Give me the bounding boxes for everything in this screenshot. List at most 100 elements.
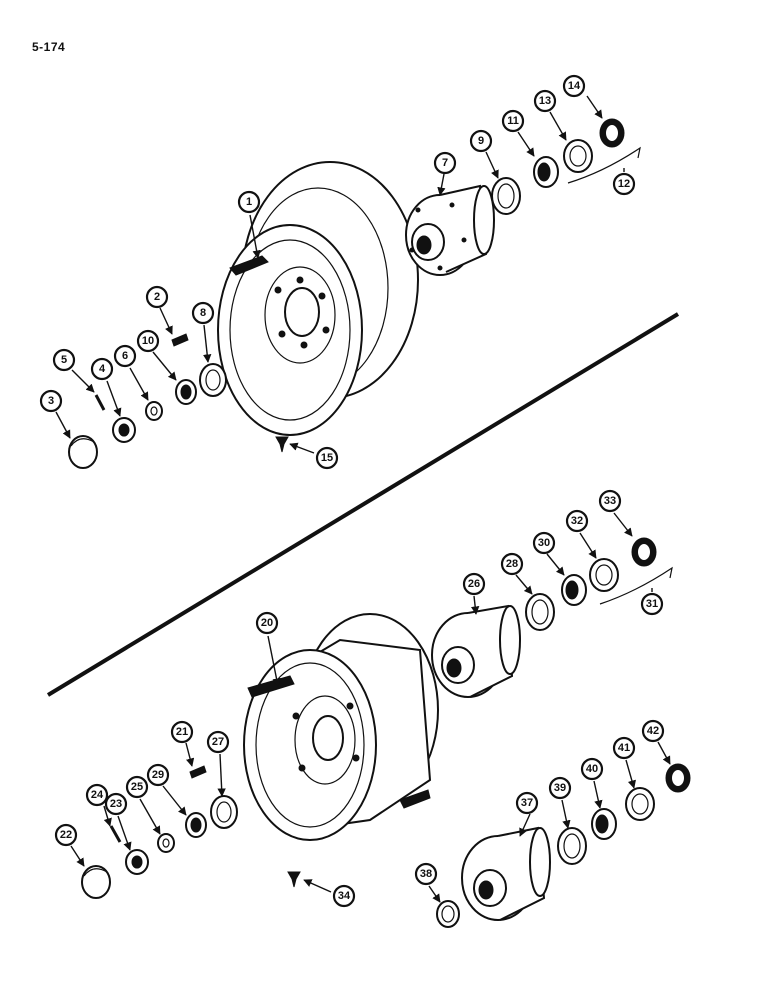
callout-9: 9 (469, 129, 493, 153)
callout-13: 13 (533, 89, 557, 113)
bearing-cup-39 (557, 827, 587, 865)
svg-text:23: 23 (110, 798, 122, 810)
callout-8: 8 (191, 301, 215, 325)
svg-text:15: 15 (321, 452, 333, 464)
callout-20: 20 (255, 611, 279, 635)
bearing-cup-13 (563, 139, 593, 173)
hub-cap-22 (81, 865, 111, 899)
callout-24: 24 (85, 783, 109, 807)
valve-stem-15 (275, 436, 289, 453)
callout-6: 6 (113, 344, 137, 368)
svg-text:9: 9 (478, 135, 484, 147)
bearing-cup-41 (625, 787, 655, 821)
callout-34: 34 (332, 884, 356, 908)
leader-lines (55, 95, 671, 903)
svg-text:14: 14 (568, 80, 581, 92)
seal-33 (631, 537, 657, 567)
kit-bracket-31 (599, 566, 673, 605)
section-divider (46, 312, 680, 697)
cotter-pin-24 (109, 825, 122, 843)
bearing-cone-11 (533, 156, 559, 188)
svg-text:24: 24 (91, 789, 104, 801)
svg-text:37: 37 (521, 797, 533, 809)
bearing-cup-27 (210, 795, 238, 829)
callout-3: 3 (39, 389, 63, 413)
callout-10: 10 (136, 329, 160, 353)
page-number: 5-174 (32, 40, 66, 54)
seal-42 (665, 763, 691, 793)
svg-text:41: 41 (618, 742, 630, 754)
callout-31: 31 (640, 592, 664, 616)
callout-14: 14 (562, 74, 586, 98)
svg-text:21: 21 (176, 726, 188, 738)
bearing-cup-28 (525, 593, 555, 631)
svg-text:38: 38 (420, 868, 432, 880)
callout-42: 42 (641, 719, 665, 743)
seal-14 (599, 118, 625, 148)
svg-text:10: 10 (142, 335, 154, 347)
callout-12: 12 (612, 172, 636, 196)
washer-25 (157, 833, 175, 853)
callout-38: 38 (414, 862, 438, 886)
callout-26: 26 (462, 572, 486, 596)
hub-26 (431, 604, 521, 698)
svg-text:1: 1 (246, 196, 252, 208)
svg-text:29: 29 (152, 769, 164, 781)
bolt-2 (171, 333, 189, 347)
callout-39: 39 (548, 776, 572, 800)
washer-6 (145, 401, 163, 421)
bearing-cone-10 (175, 379, 197, 405)
valve-stem-34 (287, 871, 301, 888)
bearing-cone-29 (185, 812, 207, 838)
callout-41: 41 (612, 736, 636, 760)
callout-40: 40 (580, 757, 604, 781)
callout-7: 7 (433, 151, 457, 175)
svg-text:22: 22 (60, 829, 72, 841)
callout-21: 21 (170, 720, 194, 744)
callout-2: 2 (145, 285, 169, 309)
callout-32: 32 (565, 509, 589, 533)
svg-text:3: 3 (48, 395, 54, 407)
bearing-cup-9 (491, 177, 521, 215)
hub-7 (405, 184, 495, 276)
bearing-cone-30 (561, 574, 587, 606)
svg-text:25: 25 (131, 781, 143, 793)
callout-5: 5 (52, 348, 76, 372)
castle-nut-4 (112, 417, 136, 443)
callout-4: 4 (90, 357, 114, 381)
bearing-cup-8 (199, 363, 227, 397)
svg-text:31: 31 (646, 598, 658, 610)
svg-text:40: 40 (586, 763, 598, 775)
svg-text:11: 11 (507, 115, 519, 127)
castle-nut-23 (125, 849, 149, 875)
callout-28: 28 (500, 552, 524, 576)
svg-text:20: 20 (261, 617, 273, 629)
svg-text:28: 28 (506, 558, 518, 570)
callout-15: 15 (315, 446, 339, 470)
callouts: 1 2 3 4 5 6 7 8 9 10 11 12 13 14 15 20 2… (39, 74, 665, 908)
callout-25: 25 (125, 775, 149, 799)
callout-1: 1 (237, 190, 261, 214)
callout-29: 29 (146, 763, 170, 787)
bearing-cup-38 (436, 900, 460, 928)
svg-text:4: 4 (99, 363, 106, 375)
callout-11: 11 (501, 109, 525, 133)
wheel-rim-20 (243, 613, 439, 841)
svg-text:5: 5 (61, 354, 67, 366)
svg-text:42: 42 (647, 725, 659, 737)
hub-cap-3 (68, 435, 98, 469)
callout-33: 33 (598, 489, 622, 513)
wheel-rim-1 (217, 161, 419, 436)
kit-bracket-12 (567, 146, 641, 184)
callout-23: 23 (104, 792, 128, 816)
bolt-21 (189, 765, 207, 779)
callout-30: 30 (532, 531, 556, 555)
svg-text:27: 27 (212, 736, 224, 748)
svg-text:34: 34 (338, 890, 351, 902)
callout-27: 27 (206, 730, 230, 754)
callout-22: 22 (54, 823, 78, 847)
svg-text:7: 7 (442, 157, 448, 169)
svg-text:39: 39 (554, 782, 566, 794)
cotter-pin-5 (94, 394, 106, 411)
